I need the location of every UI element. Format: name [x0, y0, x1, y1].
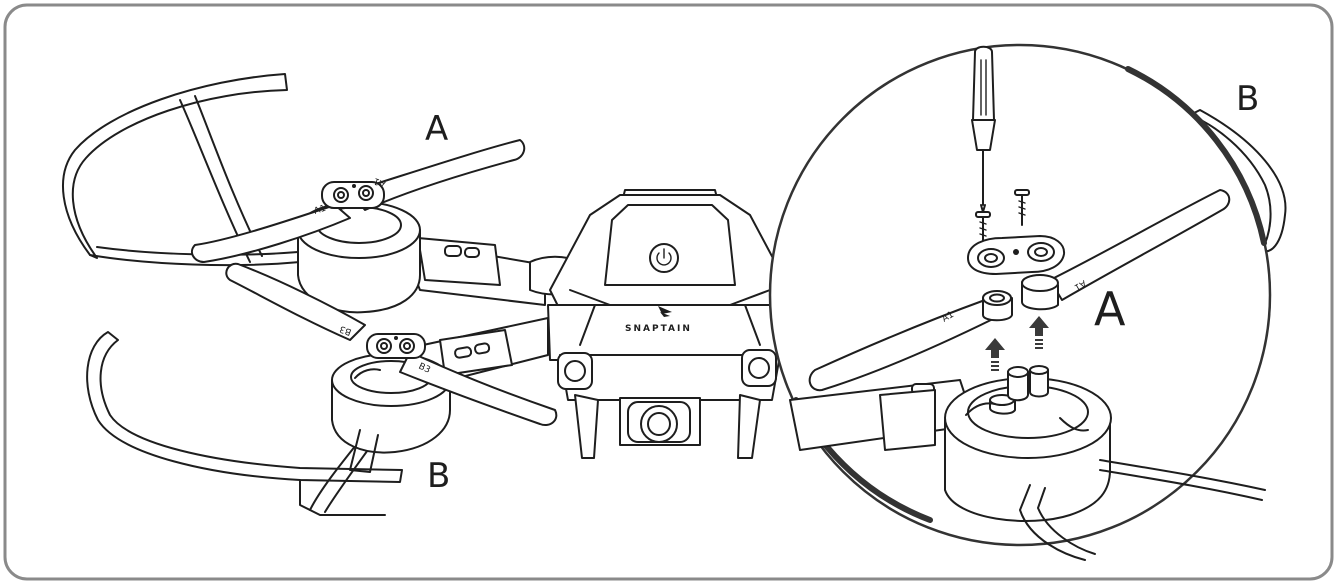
screwdriver-icon [971, 45, 996, 213]
front-leg-right [737, 394, 761, 459]
drone-body: SNAPTAIN [547, 189, 791, 459]
brand-text: SNAPTAIN [625, 324, 692, 334]
propeller-mark-text: B3 [338, 323, 353, 336]
zoom-detail: A1 A1 [768, 43, 1287, 561]
up-arrow-icon [985, 338, 1005, 371]
propeller-rear-left: B3 B3 [225, 262, 558, 426]
zoom-arc-highlight-top [1125, 66, 1267, 246]
brand-logo: SNAPTAIN [625, 306, 692, 334]
propeller-guard-top [62, 73, 301, 267]
power-icon [656, 248, 672, 266]
label-b-zoom: B [1236, 79, 1259, 119]
motor-zoom [944, 365, 1112, 523]
propeller-cap [967, 235, 1066, 275]
up-arrow-icon [1029, 316, 1049, 349]
propeller-front-left: A1 A1 [191, 139, 526, 263]
screw-icon [1014, 189, 1030, 226]
label-a-left: A [425, 109, 448, 149]
propeller-blade-zoom-bottom: A1 [808, 290, 1013, 392]
label-b-left: B [427, 456, 450, 496]
arm-clip-front-left [417, 237, 501, 286]
front-leg-left [574, 394, 599, 459]
propeller-mark-text: B3 [417, 362, 432, 376]
propeller-mark-text: A1 [313, 204, 327, 217]
label-a-zoom: A [1094, 282, 1126, 336]
propeller-blade-zoom-top: A1 [1021, 189, 1231, 311]
propeller-mark-text: A1 [372, 175, 387, 188]
screw-icon [975, 211, 991, 243]
drone-left-side: A1 A1 B3 B3 [62, 73, 581, 516]
